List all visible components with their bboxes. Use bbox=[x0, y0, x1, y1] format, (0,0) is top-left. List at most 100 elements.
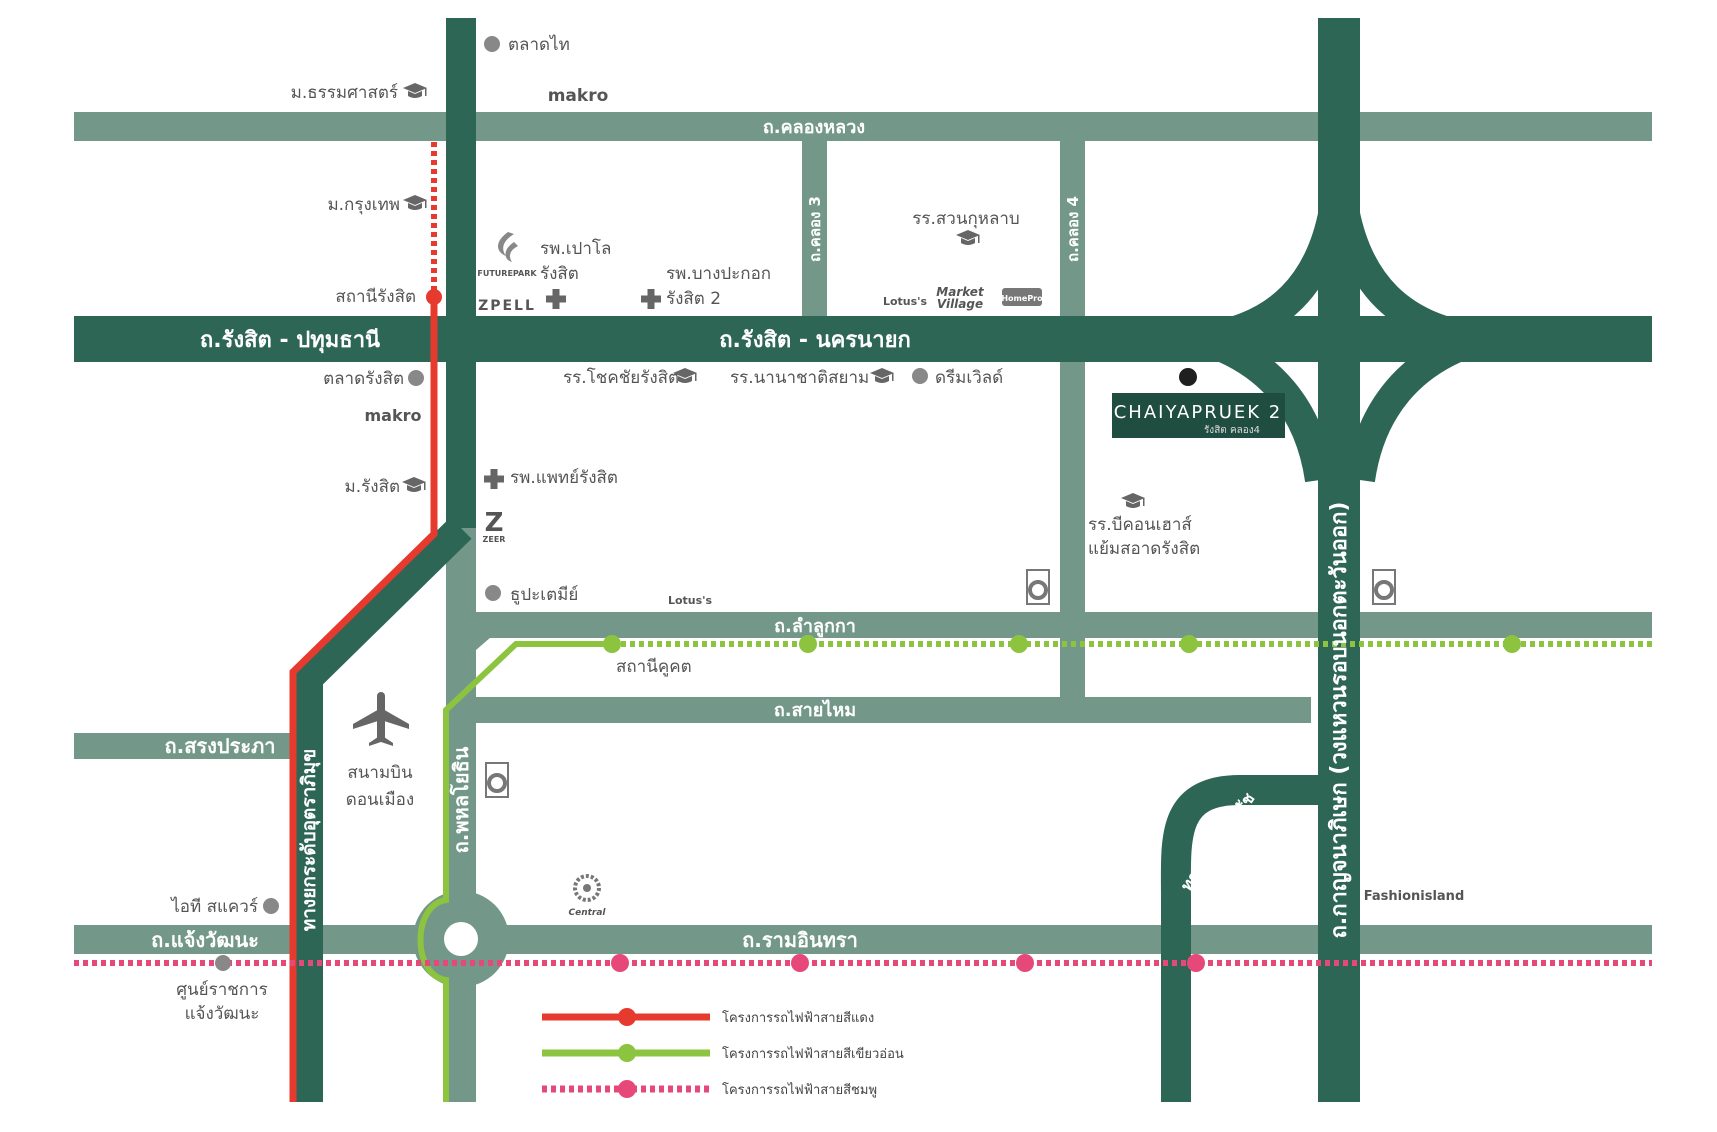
futurepark-logo: FUTUREPARK bbox=[477, 232, 537, 278]
place-beaconhouse-1: รร.บีคอนเฮาส์ bbox=[1088, 515, 1192, 535]
logo-homepro: HomePro bbox=[1001, 294, 1043, 303]
place-talad-rangsit: ตลาดรังสิต bbox=[323, 369, 404, 389]
place-bangkok-u: ม.กรุงเทพ bbox=[327, 195, 400, 215]
interchange-loop-west bbox=[1195, 149, 1354, 483]
interchange-loop-east bbox=[1324, 149, 1485, 483]
logo-fashion-island: Fashionisland bbox=[1364, 889, 1465, 904]
graduation-cap-icon bbox=[402, 477, 426, 492]
green-station bbox=[1010, 635, 1028, 653]
pink-station bbox=[791, 954, 809, 972]
place-it-square: ไอที สแควร์ bbox=[169, 896, 258, 917]
logo-lotuss-mid: Lotus's bbox=[668, 594, 713, 607]
logo-central: Central bbox=[568, 908, 606, 918]
place-thupatemee: ธูปะเตมีย์ bbox=[510, 585, 578, 605]
poi-dot-thupatemee bbox=[485, 585, 501, 601]
futurepark-swoosh-icon bbox=[498, 232, 514, 256]
place-rangsit-u: ม.รังสิต bbox=[345, 477, 400, 497]
road-elevated bbox=[293, 517, 472, 1102]
road-khlong-luang bbox=[74, 112, 1652, 141]
central-star-icon bbox=[573, 874, 601, 902]
graduation-cap-icon bbox=[870, 368, 894, 383]
place-bangpakok-1: รพ.บางปะกอก bbox=[666, 264, 771, 284]
poi-dots bbox=[215, 36, 928, 971]
central-logo: Central bbox=[568, 874, 606, 918]
pink-station bbox=[1016, 954, 1034, 972]
place-thammasat: ม.ธรรมศาสตร์ bbox=[291, 83, 398, 103]
green-line-solid bbox=[417, 641, 612, 1102]
road-rangsit-main bbox=[74, 316, 1652, 362]
logo-makro-top: makro bbox=[548, 86, 609, 106]
graduation-cap-icon bbox=[1121, 493, 1145, 508]
place-paolo-2: รังสิต bbox=[540, 264, 579, 284]
project-marker[interactable]: CHAIYAPRUEK 2 รังสิต คลอง4 bbox=[1112, 368, 1285, 438]
place-suan-kularb: รร.สวนกุหลาบ bbox=[912, 209, 1019, 229]
label-rangsit-pathum: ถ.รังสิต - ปทุมธานี bbox=[200, 328, 380, 354]
central-star-icon bbox=[583, 884, 591, 892]
place-gov-center-2: แจ้งวัฒนะ bbox=[185, 1004, 260, 1024]
logo-makro-mid: makro bbox=[365, 406, 422, 425]
logo-lotuss-top: Lotus's bbox=[883, 295, 928, 308]
road-sai-mai bbox=[476, 697, 1311, 723]
green-station bbox=[1503, 635, 1521, 653]
school-icons bbox=[402, 83, 1145, 508]
light-green-line bbox=[417, 635, 1652, 1102]
place-bangpakok-2: รังสิต 2 bbox=[666, 289, 721, 309]
place-labels: ตลาดไท ม.ธรรมศาสตร์ ม.กรุงเทพ สถานีรังสิ… bbox=[169, 34, 1200, 1024]
rangsit-station-dot bbox=[426, 289, 442, 305]
pink-station bbox=[1187, 954, 1205, 972]
brand-logos: makro makro FUTUREPARK ZPELL Lotus's Mar… bbox=[365, 86, 1465, 918]
poi-dot-talad-thai bbox=[484, 36, 500, 52]
roundabout-center bbox=[444, 922, 478, 956]
logo-zeer: ZEER bbox=[483, 535, 506, 544]
green-station-khu-khot bbox=[603, 635, 621, 653]
big-c-icon bbox=[1372, 569, 1396, 605]
label-phahonyothin: ถ.พหลโยธิน bbox=[449, 746, 473, 853]
big-c-icons bbox=[485, 569, 1396, 798]
graduation-cap-icon bbox=[403, 83, 427, 98]
place-airport-1: สนามบิน bbox=[347, 763, 413, 783]
place-talad-thai: ตลาดไท bbox=[508, 34, 570, 55]
legend-dot-pink bbox=[618, 1080, 636, 1098]
logo-market-village-1: Market bbox=[936, 285, 985, 299]
label-ram-inthra: ถ.รามอินทรา bbox=[742, 928, 858, 952]
legend-item-pink: โครงการรถไฟฟ้าสายสีชมพู bbox=[542, 1080, 877, 1098]
red-line-solid bbox=[289, 296, 438, 1102]
label-chaeng-watthana: ถ.แจ้งวัฒนะ bbox=[151, 928, 259, 952]
green-station bbox=[799, 635, 817, 653]
poi-dot-dreamworld bbox=[912, 368, 928, 384]
place-khu-khot: สถานีคูคต bbox=[616, 657, 692, 677]
road-lam-luk-ka bbox=[476, 612, 1652, 638]
label-elevated: ทางยกระดับอุตราภิมุข bbox=[298, 749, 321, 932]
hospital-cross-icon bbox=[484, 469, 504, 489]
place-paolo-1: รพ.เปาโล bbox=[540, 238, 611, 259]
road-chaloem-rat bbox=[1160, 775, 1339, 1102]
legend-label-green: โครงการรถไฟฟ้าสายสีเขียวอ่อน bbox=[722, 1046, 904, 1062]
legend-label-red: โครงการรถไฟฟ้าสายสีแดง bbox=[722, 1010, 874, 1026]
homepro-logo-box bbox=[1002, 288, 1042, 306]
project-location-dot[interactable] bbox=[1179, 368, 1197, 386]
legend: โครงการรถไฟฟ้าสายสีแดง โครงการรถไฟฟ้าสาย… bbox=[542, 1008, 904, 1098]
legend-label-pink: โครงการรถไฟฟ้าสายสีชมพู bbox=[722, 1082, 877, 1098]
label-khlong-4: ถ.คลอง 4 bbox=[1064, 196, 1082, 262]
label-song-prapha: ถ.สรงประภา bbox=[164, 734, 275, 758]
logo-market-village-2: Village bbox=[937, 297, 983, 311]
project-box[interactable] bbox=[1112, 393, 1285, 438]
road-vibhavadi-north bbox=[446, 18, 476, 528]
hospital-cross-icon bbox=[641, 289, 661, 309]
graduation-cap-icon bbox=[673, 368, 697, 383]
poi-dot-talad-rangsit bbox=[408, 370, 424, 386]
green-station bbox=[1180, 635, 1198, 653]
logo-futurepark: FUTUREPARK bbox=[477, 269, 537, 278]
red-line bbox=[289, 142, 442, 1102]
project-subtitle: รังสิต คลอง4 bbox=[1204, 425, 1260, 436]
legend-item-red: โครงการรถไฟฟ้าสายสีแดง bbox=[542, 1008, 874, 1026]
graduation-cap-icon bbox=[956, 230, 980, 245]
legend-dot-green bbox=[618, 1044, 636, 1062]
place-patrangsit: รพ.แพทย์รังสิต bbox=[510, 468, 618, 488]
label-lam-luk-ka: ถ.ลำลูกกา bbox=[774, 616, 856, 638]
label-rangsit-nakhon: ถ.รังสิต - นครนายก bbox=[719, 328, 911, 353]
pink-line bbox=[74, 954, 1652, 972]
hospital-cross-icon bbox=[546, 289, 566, 309]
project-title: CHAIYAPRUEK 2 bbox=[1114, 402, 1283, 423]
pink-station bbox=[611, 954, 629, 972]
